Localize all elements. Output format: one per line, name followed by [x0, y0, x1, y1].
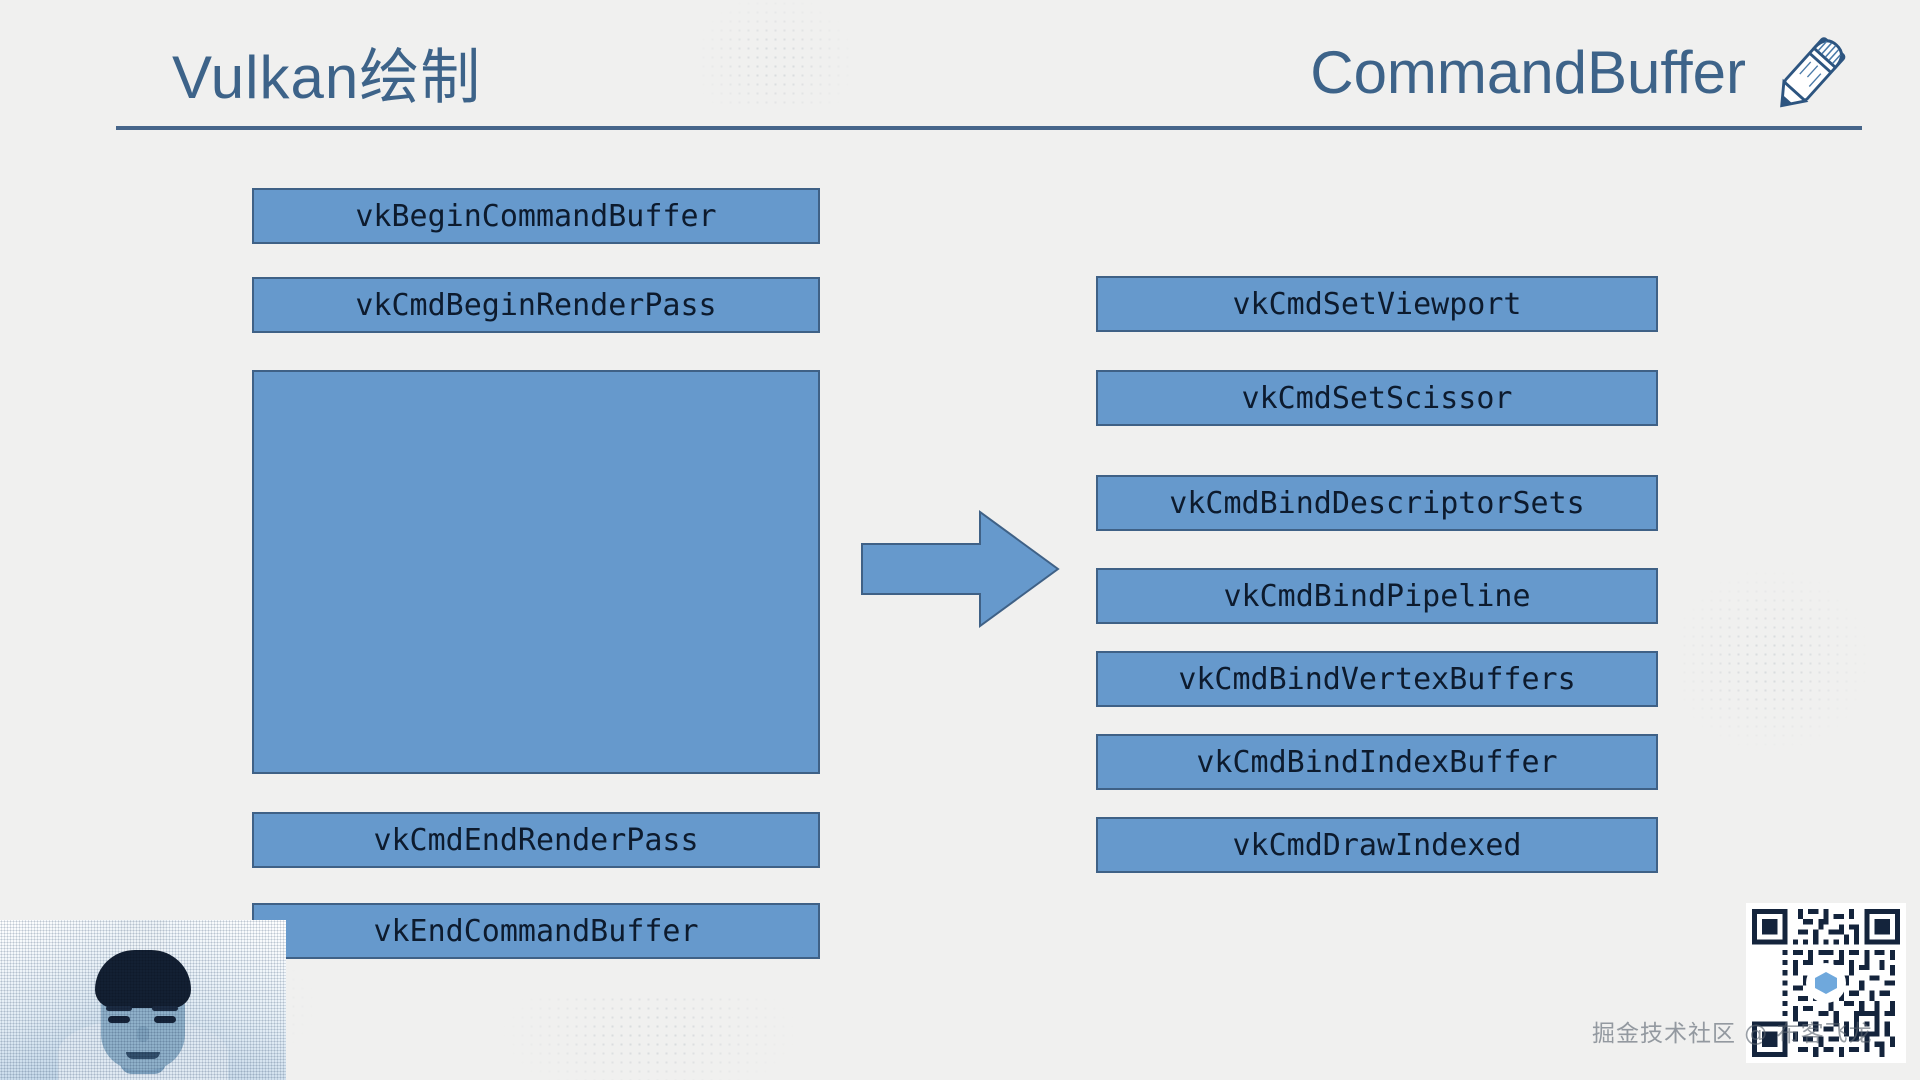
command-box-vkcmdsetscissor[interactable]: vkCmdSetScissor	[1096, 370, 1658, 426]
command-box-vkbegincommandbuffer[interactable]: vkBeginCommandBuffer	[252, 188, 820, 244]
command-box-vkcmdbindvertexbuffers[interactable]: vkCmdBindVertexBuffers	[1096, 651, 1658, 707]
qr-code[interactable]	[1746, 903, 1906, 1063]
command-box-vkcmdbinddescriptorsets[interactable]: vkCmdBindDescriptorSets	[1096, 475, 1658, 531]
render-pass-body-placeholder	[252, 370, 820, 774]
command-box-vkcmdsetviewport[interactable]: vkCmdSetViewport	[1096, 276, 1658, 332]
decorative-dots	[500, 995, 800, 1080]
presenter-eye	[154, 1016, 176, 1023]
header-divider	[116, 126, 1862, 130]
presenter-eyebrow	[106, 1006, 132, 1011]
command-box-vkcmddrawindexed[interactable]: vkCmdDrawIndexed	[1096, 817, 1658, 873]
presenter-eye	[108, 1016, 130, 1023]
command-box-vkcmdbindpipeline[interactable]: vkCmdBindPipeline	[1096, 568, 1658, 624]
presenter-eyebrow	[152, 1006, 178, 1011]
decorative-dots	[1680, 560, 1880, 760]
qr-logo-glyph	[1815, 972, 1837, 994]
webcam-presenter-video[interactable]	[0, 920, 286, 1080]
qr-code-matrix	[1752, 909, 1900, 1057]
presenter-nose	[137, 1026, 149, 1042]
command-box-vkcmdendrenderpass[interactable]: vkCmdEndRenderPass	[252, 812, 820, 868]
right-arrow-icon	[861, 510, 1060, 628]
page-title-right: CommandBuffer	[1310, 38, 1746, 106]
command-box-vkcmdbeginrenderpass[interactable]: vkCmdBeginRenderPass	[252, 277, 820, 333]
presenter-hair	[95, 950, 191, 1008]
page-title-left: Vulkan绘制	[172, 43, 482, 111]
command-box-vkcmdbindindexbuffer[interactable]: vkCmdBindIndexBuffer	[1096, 734, 1658, 790]
header-titles: Vulkan绘制 CommandBuffer	[116, 18, 1862, 126]
slide-header: Vulkan绘制 CommandBuffer	[116, 18, 1862, 130]
presenter-mouth	[126, 1052, 160, 1059]
command-box-vkendcommandbuffer[interactable]: vkEndCommandBuffer	[252, 903, 820, 959]
qr-center-logo	[1806, 963, 1846, 1003]
watermark-text: 掘金技术社区 @ 布客飞龙	[1592, 1021, 1873, 1047]
header-right-group: CommandBuffer	[1310, 27, 1862, 117]
pencil-icon	[1780, 37, 1846, 108]
